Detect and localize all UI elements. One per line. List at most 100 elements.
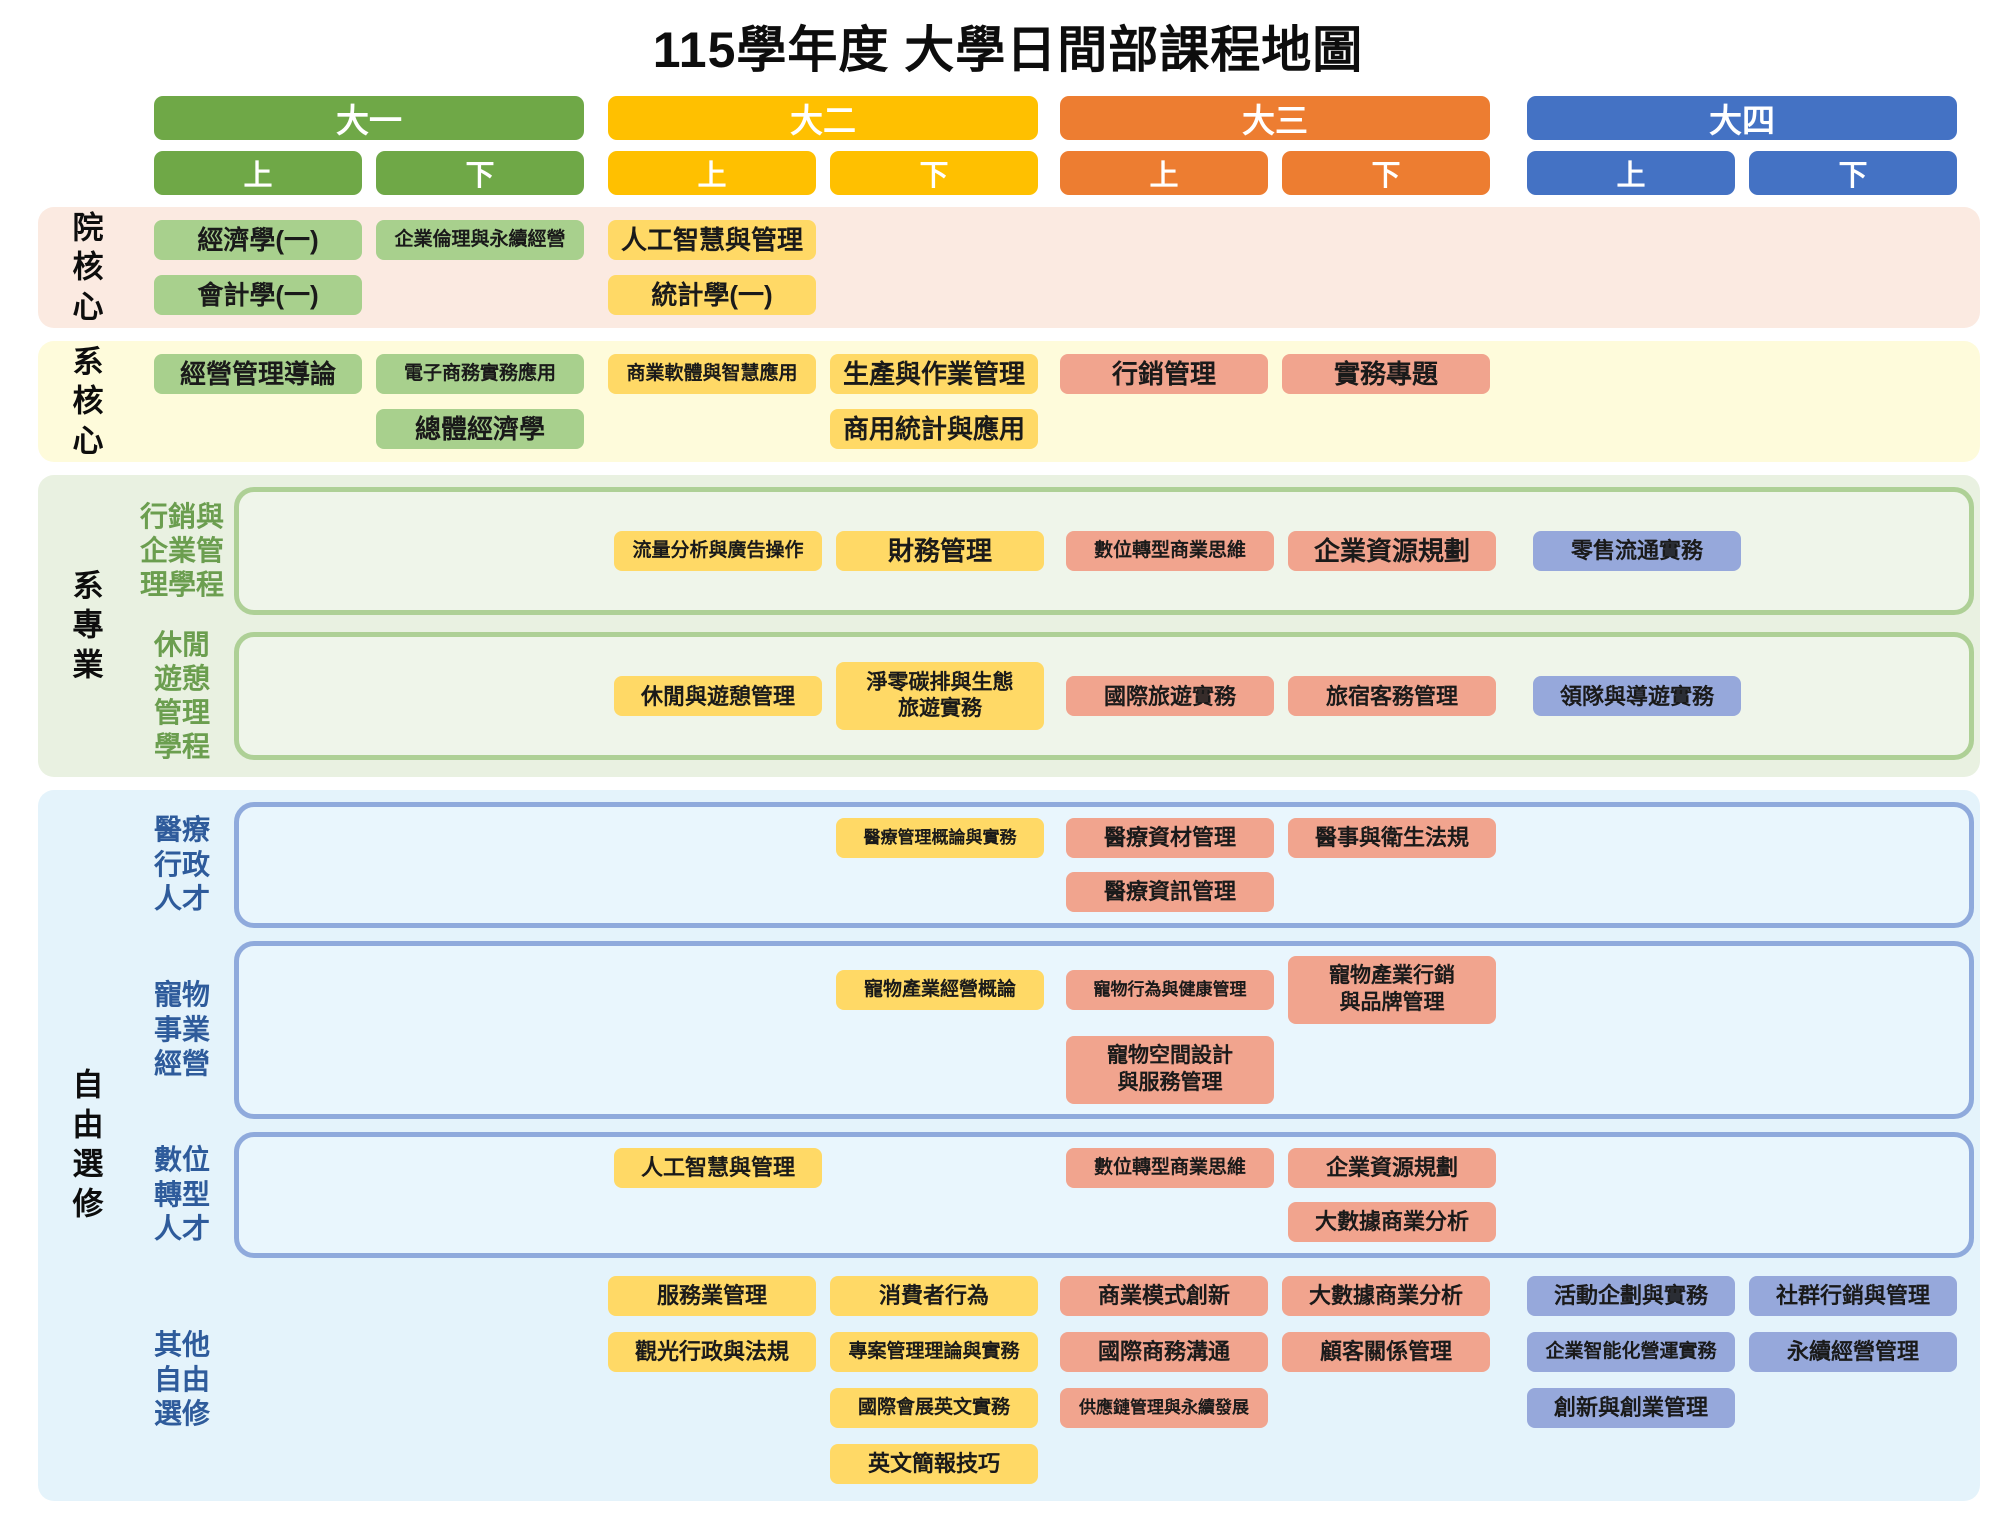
course-box: 流量分析與廣告操作 bbox=[614, 531, 822, 571]
course-row: 經營管理導論電子商務實務應用商業軟體與智慧應用生產與作業管理行銷管理實務專題 bbox=[154, 353, 1972, 395]
section-content: 行銷與 企業管 理學程流量分析與廣告操作財務管理數位轉型商業思維企業資源規劃零售… bbox=[38, 475, 1980, 777]
course-box: 永續經營管理 bbox=[1749, 1331, 1957, 1372]
course-box: 醫事與衛生法規 bbox=[1288, 817, 1496, 858]
program-marketing-management-program: 行銷與 企業管 理學程流量分析與廣告操作財務管理數位轉型商業思維企業資源規劃零售… bbox=[130, 487, 1974, 615]
semester-header-1-second: 下 bbox=[376, 151, 584, 195]
course-box: 專案管理理論與實務 bbox=[830, 1331, 1038, 1372]
program-frame-leisure-recreation-program: 休閒與遊憩管理淨零碳排與生態 旅遊實務國際旅遊實務旅宿客務管理領隊與導遊實務 bbox=[234, 632, 1974, 761]
course-box: 英文簡報技巧 bbox=[830, 1443, 1038, 1484]
program-frame-medical-admin-talent: 醫療管理概論與實務醫療資材管理醫事與衛生法規醫療資訊管理 bbox=[234, 801, 1974, 928]
course-box: 經營管理導論 bbox=[154, 354, 362, 394]
course-box: 觀光行政與法規 bbox=[608, 1331, 816, 1372]
course-row: 國際會展英文實務供應鏈管理與永續發展 創新與創業管理 bbox=[154, 1387, 1970, 1429]
course-map-body: 院 核 心經濟學(一)企業倫理與永續經營人工智慧與管理會計學(一)統計學(一)系… bbox=[0, 207, 2016, 1501]
program-frame-pet-business: 寵物產業經營概論寵物行為與健康管理寵物產業行銷 與品牌管理寵物空間設計 與服務管… bbox=[234, 940, 1974, 1119]
semester-header-2-first: 上 bbox=[608, 151, 816, 195]
program-frame-marketing-management-program: 流量分析與廣告操作財務管理數位轉型商業思維企業資源規劃零售流通實務 bbox=[234, 487, 1974, 615]
page-title: 115學年度 大學日間部課程地圖 bbox=[652, 22, 1364, 78]
course-box: 國際旅遊實務 bbox=[1066, 676, 1274, 717]
course-box: 財務管理 bbox=[836, 531, 1044, 571]
program-label-other-free-electives: 其他 自由 選修 bbox=[153, 1329, 210, 1429]
course-box: 服務業管理 bbox=[608, 1275, 816, 1316]
section-free-electives: 自 由 選 修醫療 行政 人才醫療管理概論與實務醫療資材管理醫事與衛生法規醫療資… bbox=[38, 789, 1980, 1501]
course-box: 商用統計與應用 bbox=[830, 409, 1038, 449]
section-dept-specialty: 系 專 業行銷與 企業管 理學程流量分析與廣告操作財務管理數位轉型商業思維企業資… bbox=[38, 475, 1980, 777]
course-box: 企業倫理與永續經營 bbox=[376, 220, 584, 260]
course-box: 醫療管理概論與實務 bbox=[836, 817, 1044, 858]
course-box: 商業軟體與智慧應用 bbox=[608, 354, 816, 394]
course-box: 旅宿客務管理 bbox=[1288, 676, 1496, 717]
semester-header-row: 上 下 上 下 上 下 上 下 bbox=[154, 151, 2016, 195]
course-box: 創新與創業管理 bbox=[1527, 1387, 1735, 1428]
section-college-core: 院 核 心經濟學(一)企業倫理與永續經營人工智慧與管理會計學(一)統計學(一) bbox=[38, 207, 1980, 328]
course-row: 觀光行政與法規專案管理理論與實務國際商務溝通顧客關係管理企業智能化營運實務永續經… bbox=[154, 1331, 1970, 1373]
course-row: 醫療資訊管理 bbox=[160, 871, 1963, 913]
course-row: 休閒與遊憩管理淨零碳排與生態 旅遊實務國際旅遊實務旅宿客務管理領隊與導遊實務 bbox=[160, 662, 1963, 731]
semester-header-1-first: 上 bbox=[154, 151, 362, 195]
course-box: 寵物產業經營概論 bbox=[836, 969, 1044, 1010]
section-label-college-core: 院 核 心 bbox=[72, 209, 104, 325]
section-content: 經營管理導論電子商務實務應用商業軟體與智慧應用生產與作業管理行銷管理實務專題總體… bbox=[154, 341, 1980, 462]
course-row: 經濟學(一) 企業倫理與永續經營人工智慧與管理 bbox=[154, 219, 1972, 261]
semester-header-2-second: 下 bbox=[830, 151, 1038, 195]
course-box: 顧客關係管理 bbox=[1282, 1331, 1490, 1372]
course-box: 企業智能化營運實務 bbox=[1527, 1331, 1735, 1372]
course-box: 電子商務實務應用 bbox=[376, 354, 584, 394]
course-box: 企業資源規劃 bbox=[1288, 531, 1496, 571]
course-box: 人工智慧與管理 bbox=[614, 1147, 822, 1188]
course-row: 英文簡報技巧 bbox=[154, 1443, 1970, 1485]
course-row: 總體經濟學 商用統計與應用 bbox=[154, 408, 1972, 450]
program-leisure-recreation-program: 休閒 遊憩 管理 學程休閒與遊憩管理淨零碳排與生態 旅遊實務國際旅遊實務旅宿客務… bbox=[130, 628, 1974, 765]
course-box: 大數據商業分析 bbox=[1282, 1275, 1490, 1316]
semester-header-3-second: 下 bbox=[1282, 151, 1490, 195]
program-medical-admin-talent: 醫療 行政 人才醫療管理概論與實務醫療資材管理醫事與衛生法規醫療資訊管理 bbox=[130, 801, 1974, 928]
section-label-dept-specialty: 系 專 業 bbox=[72, 568, 104, 683]
program-label-pet-business: 寵物 事業 經營 bbox=[153, 979, 210, 1079]
section-label-free-electives: 自 由 選 修 bbox=[72, 1067, 104, 1222]
course-box: 人工智慧與管理 bbox=[608, 220, 816, 260]
course-box: 行銷管理 bbox=[1060, 354, 1268, 394]
course-box: 企業資源規劃 bbox=[1288, 1147, 1496, 1188]
course-box: 商業模式創新 bbox=[1060, 1275, 1268, 1316]
semester-header-4-second: 下 bbox=[1749, 151, 1957, 195]
semester-header-4-first: 上 bbox=[1527, 151, 1735, 195]
course-row: 醫療管理概論與實務醫療資材管理醫事與衛生法規 bbox=[160, 817, 1963, 859]
section-dept-core: 系 核 心經營管理導論電子商務實務應用商業軟體與智慧應用生產與作業管理行銷管理實… bbox=[38, 341, 1980, 462]
course-box: 大數據商業分析 bbox=[1288, 1201, 1496, 1242]
program-rows-other-free-electives: 服務業管理消費者行為商業模式創新大數據商業分析活動企劃與實務社群行銷與管理觀光行… bbox=[234, 1271, 1970, 1489]
course-box: 實務專題 bbox=[1282, 354, 1490, 394]
year-header-4: 大四 bbox=[1527, 96, 1957, 140]
semester-header-3-first: 上 bbox=[1060, 151, 1268, 195]
course-box: 寵物空間設計 與服務管理 bbox=[1066, 1035, 1274, 1104]
year-header-row: 大一 大二 大三 大四 bbox=[154, 96, 2016, 140]
course-box: 寵物產業行銷 與品牌管理 bbox=[1288, 955, 1496, 1024]
program-other-free-electives: 其他 自由 選修服務業管理消費者行為商業模式創新大數據商業分析活動企劃與實務社群… bbox=[130, 1271, 1970, 1489]
course-box: 數位轉型商業思維 bbox=[1066, 531, 1274, 571]
course-box: 經濟學(一) bbox=[154, 220, 362, 260]
program-label-leisure-recreation-program: 休閒 遊憩 管理 學程 bbox=[153, 629, 210, 763]
program-label-medical-admin-talent: 醫療 行政 人才 bbox=[153, 814, 210, 914]
course-box: 會計學(一) bbox=[154, 275, 362, 315]
program-frame-digital-transformation-talent: 人工智慧與管理 數位轉型商業思維企業資源規劃大數據商業分析 bbox=[234, 1131, 1974, 1258]
section-content: 醫療 行政 人才醫療管理概論與實務醫療資材管理醫事與衛生法規醫療資訊管理寵物 事… bbox=[38, 790, 1980, 1501]
course-row: 寵物空間設計 與服務管理 bbox=[160, 1035, 1963, 1104]
course-box: 數位轉型商業思維 bbox=[1066, 1147, 1274, 1188]
course-box: 社群行銷與管理 bbox=[1749, 1275, 1957, 1316]
year-header-1: 大一 bbox=[154, 96, 584, 140]
course-box: 活動企劃與實務 bbox=[1527, 1275, 1735, 1316]
course-box: 醫療資訊管理 bbox=[1066, 871, 1274, 912]
course-row: 服務業管理消費者行為商業模式創新大數據商業分析活動企劃與實務社群行銷與管理 bbox=[154, 1275, 1970, 1317]
program-label-digital-transformation-talent: 數位 轉型 人才 bbox=[153, 1144, 210, 1244]
course-box: 休閒與遊憩管理 bbox=[614, 676, 822, 717]
section-content: 經濟學(一)企業倫理與永續經營人工智慧與管理會計學(一)統計學(一) bbox=[154, 207, 1980, 328]
course-box: 醫療資材管理 bbox=[1066, 817, 1274, 858]
course-row: 流量分析與廣告操作財務管理數位轉型商業思維企業資源規劃零售流通實務 bbox=[160, 530, 1963, 572]
course-box: 生產與作業管理 bbox=[830, 354, 1038, 394]
course-row: 大數據商業分析 bbox=[160, 1201, 1963, 1243]
course-box: 國際會展英文實務 bbox=[830, 1387, 1038, 1428]
course-box: 寵物行為與健康管理 bbox=[1066, 969, 1274, 1010]
year-header-2: 大二 bbox=[608, 96, 1038, 140]
course-box: 總體經濟學 bbox=[376, 409, 584, 449]
course-row: 寵物產業經營概論寵物行為與健康管理寵物產業行銷 與品牌管理 bbox=[160, 955, 1963, 1024]
course-box: 供應鏈管理與永續發展 bbox=[1060, 1387, 1268, 1428]
